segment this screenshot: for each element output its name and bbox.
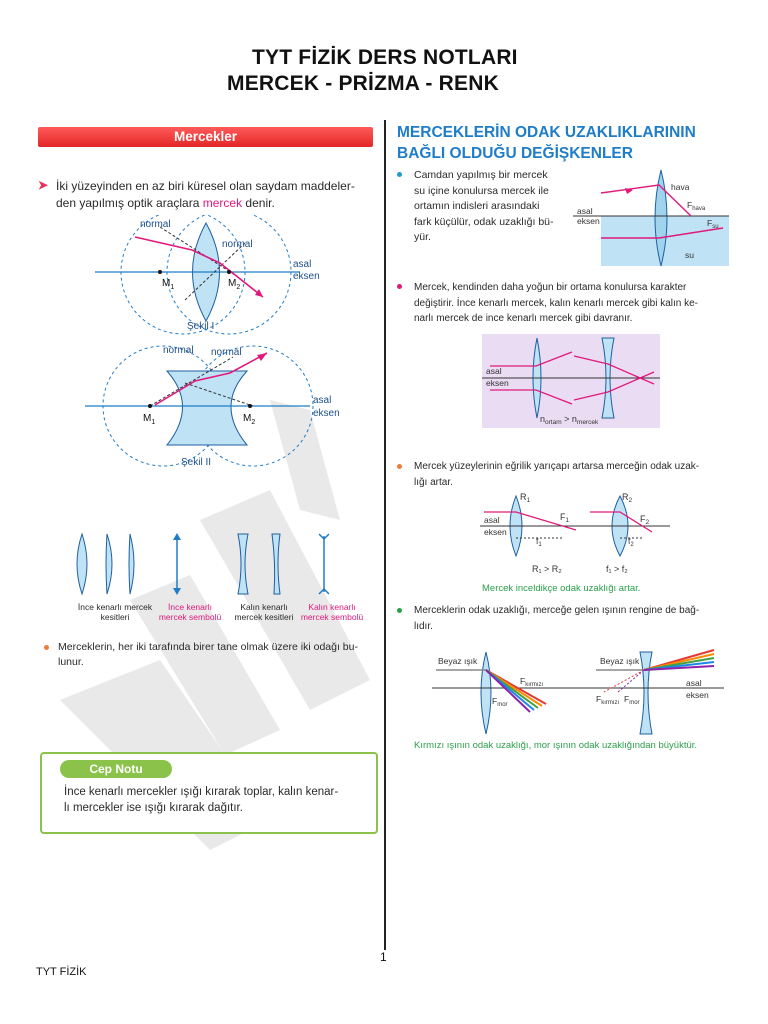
- fig-d-f-violet: Fmor: [492, 696, 508, 708]
- fig-a-f-hava: Fhava: [687, 200, 706, 212]
- fig-a-f-su: Fsu: [707, 218, 719, 230]
- fig-c-cond1: R₁ > R₂: [532, 564, 562, 574]
- footer-label: TYT FİZİK: [36, 966, 87, 978]
- fig-c-f1: F1: [560, 512, 570, 524]
- fig1-m2: M2: [228, 278, 240, 291]
- intro-line2-end: denir.: [242, 196, 275, 210]
- bullet-dot-icon: [397, 284, 402, 289]
- fig1-normal1: normal: [140, 219, 171, 230]
- fig-c-axis-line1: asal: [484, 515, 500, 525]
- fig-c-axis-line2: eksen: [484, 527, 507, 537]
- cep-notu-box: Cep Notu İnce kenarlı mercekler ışığı kı…: [40, 752, 378, 834]
- fig1-axis-line1: asal: [293, 259, 311, 270]
- fig-d-axis-line1: asal: [686, 678, 702, 688]
- fig-d-f-violet-2: Fmor: [624, 694, 640, 706]
- fig-d-white-light-2: Beyaz ışık: [600, 656, 640, 666]
- page-number: 1: [380, 950, 387, 964]
- figure-converging-lens: normal normal asal eksen M1 M2 Şekil I: [95, 215, 320, 335]
- fig-b-axis-line1: asal: [486, 366, 502, 376]
- section-banner-mercekler: Mercekler: [38, 127, 373, 147]
- fig2-caption: Şekil II: [181, 457, 211, 468]
- fig2-axis-line1: asal: [313, 395, 331, 406]
- fig-c-r1: R1: [520, 492, 531, 504]
- fig2-normal1: normal: [163, 345, 194, 356]
- bullet-dot-icon: [397, 464, 402, 469]
- arrow-bullet-icon: ➤: [38, 178, 49, 192]
- fig-a-su: su: [685, 250, 694, 260]
- page-title-line1: TYT FİZİK DERS NOTLARI: [252, 46, 518, 69]
- fig-b-condition: nortam > nmercek: [540, 414, 599, 426]
- paragraph-curvature: Mercek yüzeylerinin eğrilik yarıçapı art…: [414, 461, 700, 488]
- fig-b-axis-line2: eksen: [486, 378, 509, 388]
- fig-c-cond2: f₁ > f₂: [606, 564, 628, 574]
- figure-lens-air-water: hava su asal eksen Fhava Fsu: [573, 169, 729, 267]
- bullet-dot-icon: [397, 608, 402, 613]
- intro-line1: İki yüzeyinden en az biri küresel olan s…: [56, 179, 355, 193]
- paragraph-character-change: Mercek, kendinden daha yoğun bir ortama …: [414, 282, 698, 324]
- figure-curvature-focal: asal eksen R1 R2 F1 F2 f1 f2 R₁ > R₂ f₁ …: [480, 492, 670, 574]
- fig-d-white-light-1: Beyaz ışık: [438, 656, 478, 666]
- intro-paragraph: İki yüzeyinden en az biri küresel olan s…: [56, 178, 376, 212]
- bullet-dot-icon: [44, 645, 49, 650]
- fig-d-f-red: Fkırmızı: [520, 676, 544, 688]
- paragraph-color: Merceklerin odak uzaklığı, merceğe gelen…: [414, 605, 700, 632]
- fig-a-axis-line2: eksen: [577, 216, 600, 226]
- fig-a-hava: hava: [671, 182, 690, 192]
- intro-highlight: mercek: [202, 196, 243, 210]
- fig1-axis-line2: eksen: [293, 271, 320, 282]
- caption-curvature: Mercek inceldikçe odak uzaklığı artar.: [482, 583, 641, 594]
- fig1-caption: Şekil I: [187, 321, 214, 332]
- figure-dense-medium: asal eksen nortam > nmercek: [482, 334, 660, 428]
- fig1-m1: M1: [162, 278, 174, 291]
- fig-a-axis-line1: asal: [577, 206, 593, 216]
- fig-d-f-red-2: Fkırmızı: [596, 694, 620, 706]
- fig2-axis-line2: eksen: [313, 408, 340, 419]
- fig-c-d1: f1: [536, 536, 542, 548]
- cep-notu-text: İnce kenarlı mercekler ışığı kırarak top…: [64, 786, 339, 814]
- figure-lens-types: [76, 532, 330, 596]
- fig-c-d2: f2: [628, 536, 634, 548]
- fig-c-f2: F2: [640, 514, 650, 526]
- figure-color-dispersion: Beyaz ışık Beyaz ışık asal eksen Fkırmız…: [432, 649, 724, 735]
- figure-diverging-lens: normal normal asal eksen M1 M2 Şekil II: [85, 345, 340, 468]
- intro-line2: den yapılmış optik araçlara: [56, 196, 203, 210]
- focus-note: Merceklerin, her iki tarafında birer tan…: [58, 641, 358, 668]
- fig1-normal2: normal: [222, 239, 253, 250]
- column-divider: [384, 120, 386, 950]
- cep-notu-tag: Cep Notu: [60, 760, 172, 778]
- caption-color: Kırmızı ışının odak uzaklığı, mor ışının…: [414, 740, 698, 751]
- page-title-line2: MERCEK - PRİZMA - RENK: [227, 72, 499, 95]
- bullet-dot-icon: [397, 172, 402, 177]
- fig-c-r2: R2: [622, 492, 633, 504]
- fig-d-axis-line2: eksen: [686, 690, 709, 700]
- fig2-m2: M2: [243, 413, 255, 426]
- fig2-m1: M1: [143, 413, 155, 426]
- fig2-normal2: normal: [211, 347, 242, 358]
